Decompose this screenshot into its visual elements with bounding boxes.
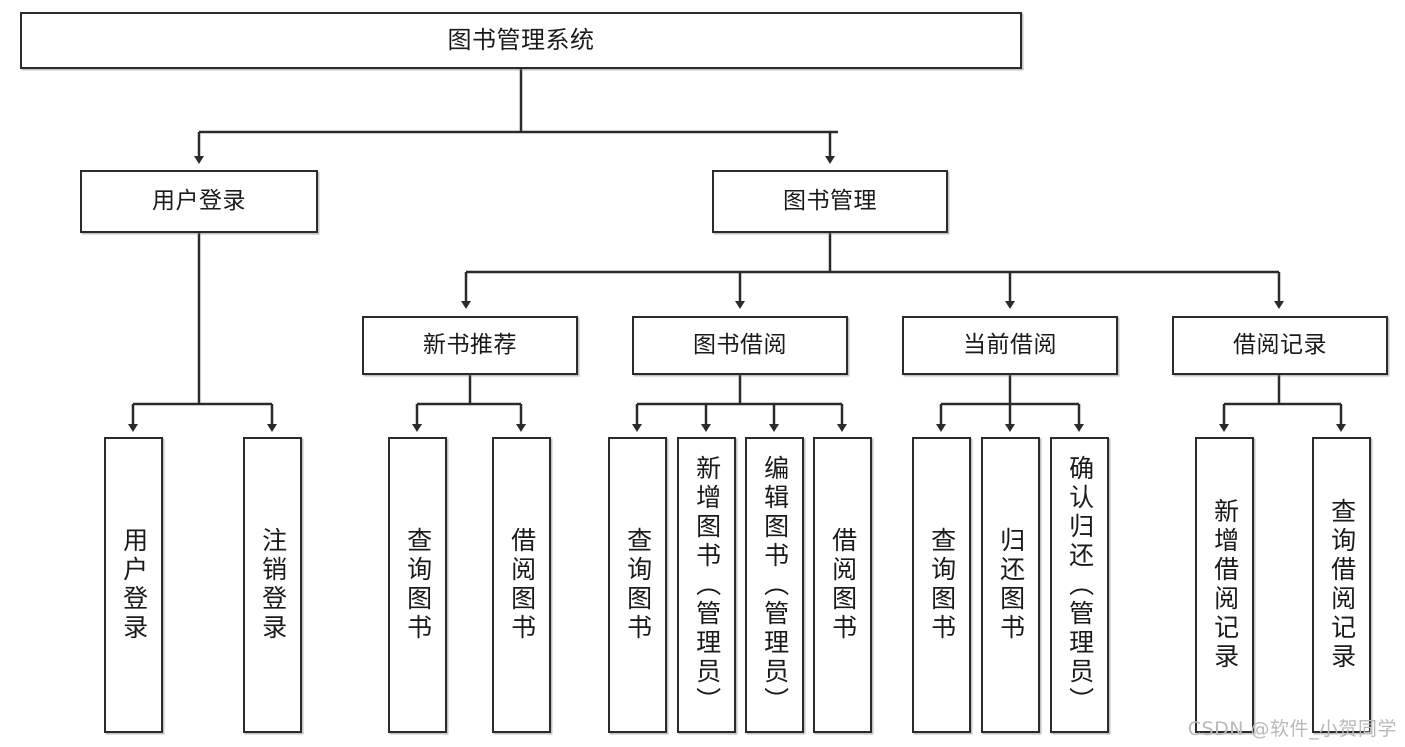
leaf-label: 编辑图书（管理员） [760, 454, 790, 716]
leaf-borrow-add-book-admin[interactable]: 新增图书（管理员） [677, 437, 736, 733]
leaf-record-query-record[interactable]: 查询借阅记录 [1312, 437, 1371, 733]
leaf-label: 注销登录 [258, 527, 288, 643]
leaf-user-login-logout[interactable]: 注销登录 [243, 437, 302, 733]
node-book-management[interactable]: 图书管理 [712, 170, 948, 233]
node-borrow-record[interactable]: 借阅记录 [1172, 316, 1388, 375]
node-new-book-recommend[interactable]: 新书推荐 [362, 316, 578, 375]
leaf-borrow-query-book[interactable]: 查询图书 [608, 437, 667, 733]
leaf-borrow-borrow-book[interactable]: 借阅图书 [813, 437, 872, 733]
leaf-label: 归还图书 [996, 527, 1026, 643]
node-borrow-record-label: 借阅记录 [1233, 331, 1327, 358]
node-root[interactable]: 图书管理系统 [20, 12, 1022, 69]
leaf-label: 查询借阅记录 [1327, 498, 1357, 672]
node-new-book-recommend-label: 新书推荐 [423, 331, 517, 358]
leaf-current-return-book[interactable]: 归还图书 [981, 437, 1040, 733]
leaf-label: 确认归还（管理员） [1065, 454, 1095, 716]
node-current-borrow-label: 当前借阅 [963, 331, 1057, 358]
node-user-login-label: 用户登录 [152, 187, 246, 214]
leaf-label: 借阅图书 [507, 527, 537, 643]
leaf-current-query-book[interactable]: 查询图书 [912, 437, 971, 733]
leaf-label: 查询图书 [927, 527, 957, 643]
leaf-recommend-query-book[interactable]: 查询图书 [388, 437, 447, 733]
node-book-borrow-label: 图书借阅 [693, 331, 787, 358]
leaf-label: 查询图书 [403, 527, 433, 643]
node-book-borrow[interactable]: 图书借阅 [632, 316, 848, 375]
leaf-record-add-record[interactable]: 新增借阅记录 [1195, 437, 1254, 733]
node-current-borrow[interactable]: 当前借阅 [902, 316, 1118, 375]
watermark: CSDN @软件_小贺同学 [1187, 718, 1397, 740]
leaf-current-confirm-return-admin[interactable]: 确认归还（管理员） [1050, 437, 1109, 733]
leaf-label: 新增借阅记录 [1210, 498, 1240, 672]
leaf-user-login-login[interactable]: 用户登录 [104, 437, 163, 733]
node-book-management-label: 图书管理 [783, 187, 877, 214]
leaf-label: 查询图书 [623, 527, 653, 643]
leaf-label: 用户登录 [119, 527, 149, 643]
leaf-label: 新增图书（管理员） [692, 454, 722, 716]
leaf-borrow-edit-book-admin[interactable]: 编辑图书（管理员） [745, 437, 804, 733]
node-user-login[interactable]: 用户登录 [80, 170, 318, 233]
leaf-label: 借阅图书 [828, 527, 858, 643]
node-root-label: 图书管理系统 [447, 26, 595, 55]
leaf-recommend-borrow-book[interactable]: 借阅图书 [492, 437, 551, 733]
